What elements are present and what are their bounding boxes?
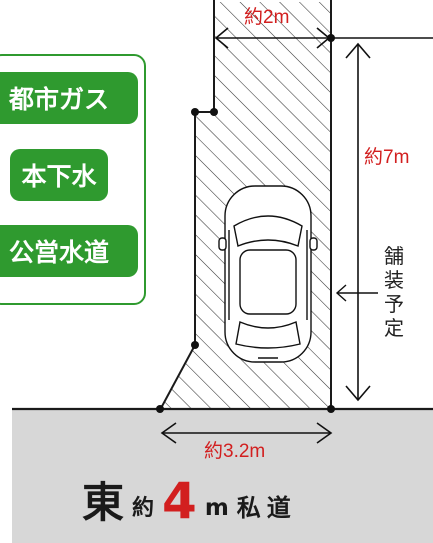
depth-label: 約7m bbox=[364, 147, 410, 168]
road-label: 東 約 4 m 私道 bbox=[82, 472, 297, 530]
paving-char: 舗 bbox=[384, 244, 404, 268]
private-road bbox=[12, 410, 433, 543]
paving-char: 定 bbox=[384, 316, 404, 340]
public-water-badge: 公営水道 bbox=[0, 225, 138, 277]
road-width: 4 bbox=[162, 472, 197, 530]
top-width-arrow bbox=[214, 27, 331, 49]
road-type: 私道 bbox=[236, 494, 297, 522]
paving-char: 装 bbox=[384, 268, 404, 292]
city-gas-badge: 都市ガス bbox=[0, 72, 138, 124]
paving-pointer bbox=[335, 284, 378, 302]
sewer-badge: 本下水 bbox=[10, 149, 108, 201]
road-approx: 約 bbox=[132, 496, 155, 521]
road-direction: 東 bbox=[82, 478, 125, 527]
paving-planned-label: 舗 装 予 定 bbox=[383, 244, 405, 340]
frontage-arrow bbox=[160, 422, 333, 444]
frontage-label: 約3.2m bbox=[204, 441, 266, 462]
boundary-points bbox=[156, 34, 335, 413]
road-unit: m bbox=[204, 495, 229, 521]
top-width-label: 約2m bbox=[244, 7, 290, 28]
paving-char: 予 bbox=[384, 292, 404, 316]
car-icon bbox=[218, 185, 318, 363]
depth-arrow bbox=[333, 37, 433, 402]
